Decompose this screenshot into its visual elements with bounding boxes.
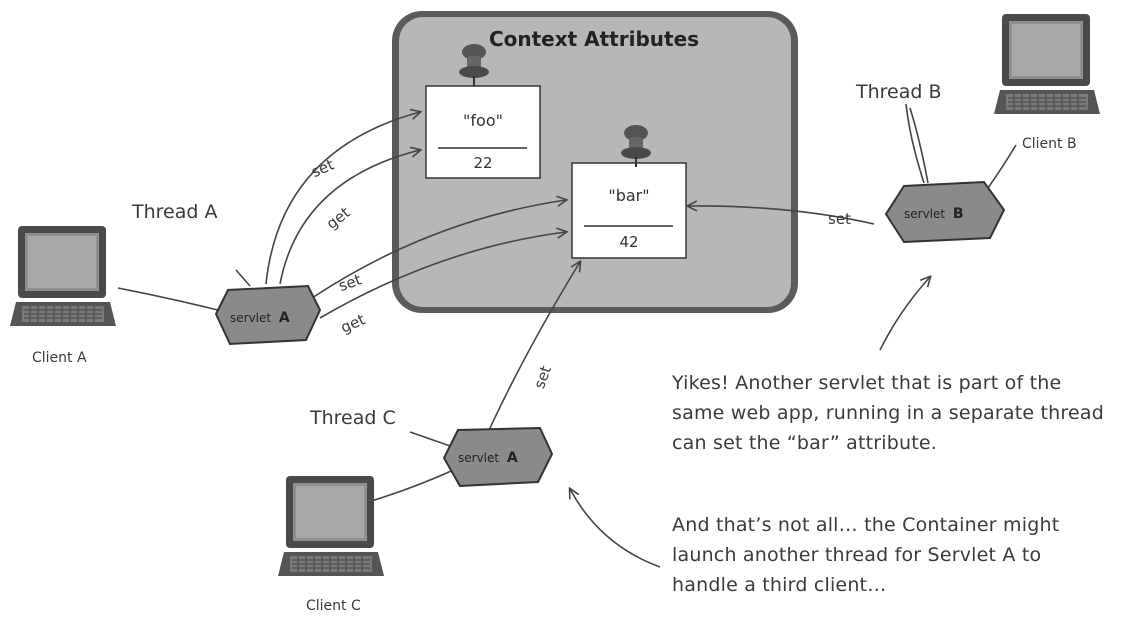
servlet-c-letter: A: [507, 450, 518, 466]
note-line: same web app, running in a separate thre…: [672, 402, 1104, 424]
svg-text:servlet B: servlet B: [904, 206, 964, 222]
servlet-b-text: servlet: [904, 207, 945, 221]
laptop-icon: [993, 13, 1101, 115]
thread-labels: Thread A Thread B Thread C: [131, 81, 942, 429]
panel-title: Context Attributes: [489, 27, 699, 51]
attribute-name-bar: "bar": [608, 186, 649, 205]
yikes-note: Yikes! Another servlet that is part of t…: [672, 368, 1132, 458]
note-line: Yikes! Another servlet that is part of t…: [672, 372, 1062, 394]
servlet-a-letter: A: [279, 310, 290, 326]
set-label: set: [828, 210, 851, 228]
svg-text:servlet A: servlet A: [458, 450, 518, 466]
set-label: set: [336, 270, 364, 295]
laptop-icon: [277, 475, 385, 577]
servlet-c: servlet A: [442, 426, 554, 488]
laptop-icon: [9, 225, 117, 327]
attribute-name-foo: "foo": [463, 111, 503, 130]
thread-c-label: Thread C: [309, 407, 396, 429]
get-label: get: [338, 310, 368, 337]
servlet-a-text: servlet: [230, 311, 271, 325]
set-label: set: [308, 155, 336, 181]
svg-text:servlet A: servlet A: [230, 310, 290, 326]
client-c-label: Client C: [306, 598, 361, 614]
container-note: And that’s not all… the Container might …: [672, 510, 1122, 600]
note-line: handle a third client…: [672, 574, 887, 596]
client-b-label: Client B: [1022, 136, 1077, 152]
attribute-value-foo: 22: [473, 154, 492, 172]
attribute-value-bar: 42: [619, 233, 638, 251]
attribute-card-foo: "foo" 22: [425, 43, 541, 179]
thread-b-label: Thread B: [855, 81, 942, 103]
note-line: launch another thread for Servlet A to: [672, 544, 1042, 566]
servlet-a: servlet A: [214, 284, 322, 346]
client-a-label: Client A: [32, 350, 87, 366]
note-line: can set the “bar” attribute.: [672, 432, 938, 454]
arrows: [265, 112, 930, 568]
servlet-b-letter: B: [953, 206, 964, 222]
client-labels: Client A Client B Client C: [32, 136, 1077, 614]
thread-a-label: Thread A: [131, 201, 217, 223]
get-label: get: [323, 203, 354, 232]
servlet-c-text: servlet: [458, 451, 499, 465]
attribute-card-bar: "bar" 42: [571, 124, 687, 259]
set-label: set: [530, 363, 555, 391]
note-line: And that’s not all… the Container might: [672, 514, 1060, 536]
servlet-b: servlet B: [884, 180, 1006, 244]
